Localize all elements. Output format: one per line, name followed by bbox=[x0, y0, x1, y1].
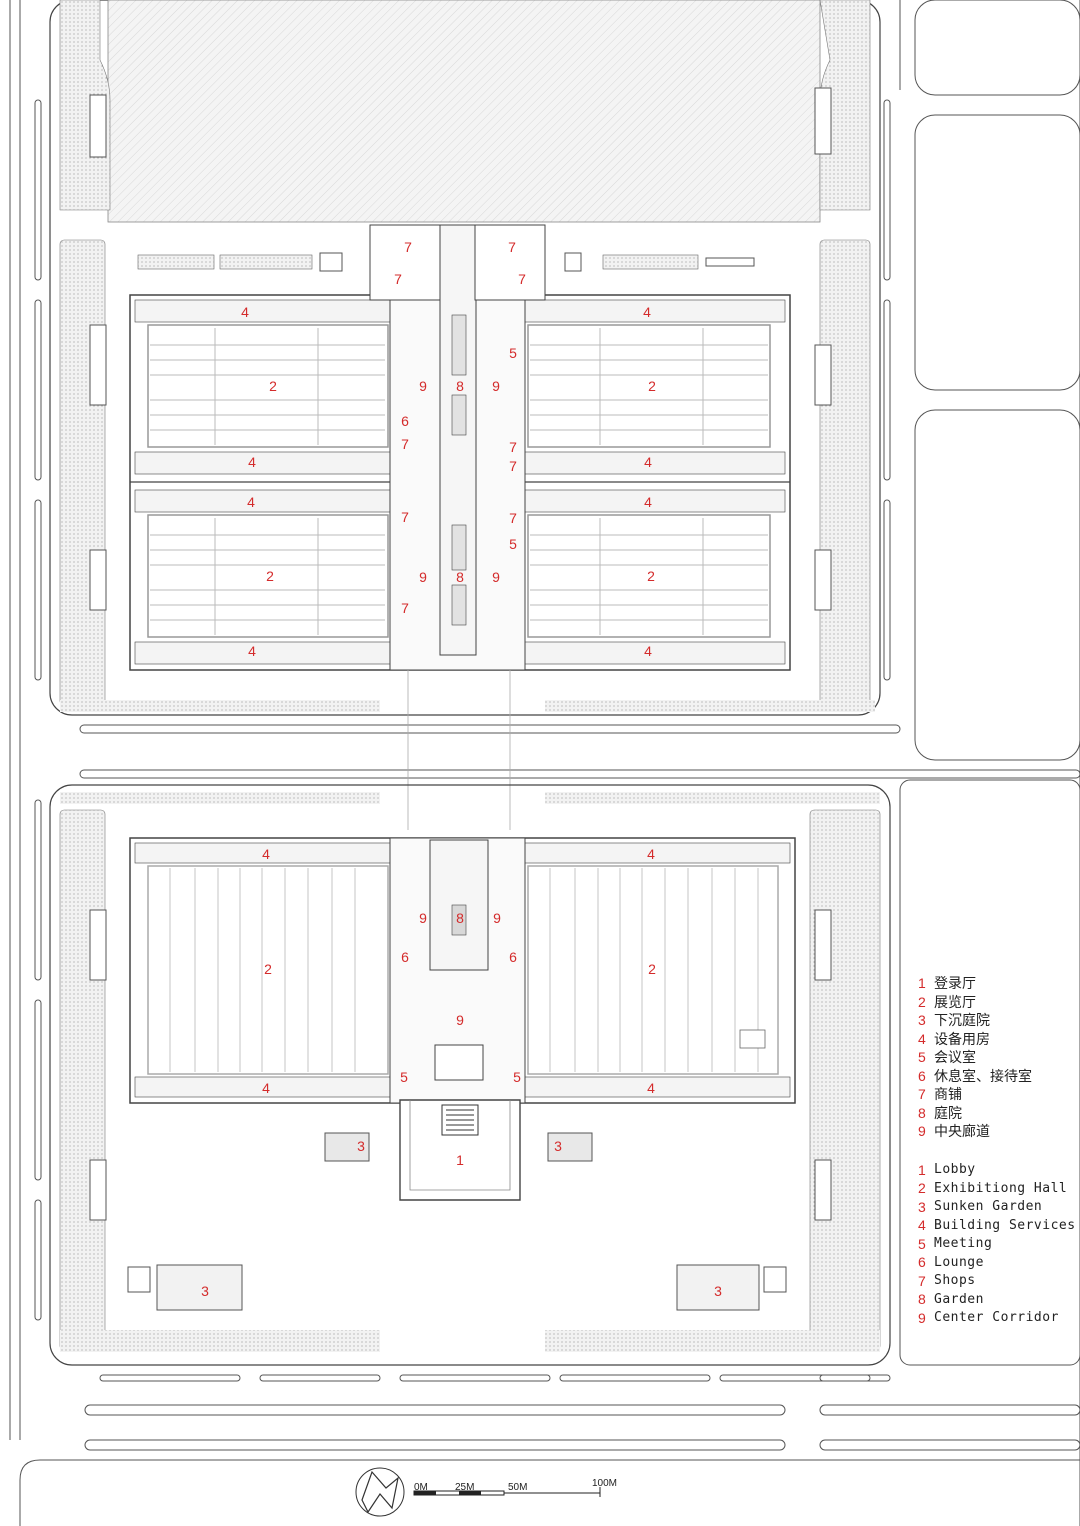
plan-label-9: 9 bbox=[493, 910, 501, 926]
plan-label-4: 4 bbox=[248, 454, 256, 470]
plan-label-2: 2 bbox=[269, 378, 277, 394]
plan-label-3: 3 bbox=[554, 1138, 562, 1154]
road-lines bbox=[9, 0, 1080, 1526]
plan-label-6: 6 bbox=[509, 949, 517, 965]
plan-label-8: 8 bbox=[456, 910, 464, 926]
plan-label-4: 4 bbox=[247, 494, 255, 510]
plan-label-4: 4 bbox=[644, 494, 652, 510]
plan-label-2: 2 bbox=[648, 378, 656, 394]
south-site bbox=[49, 784, 891, 1366]
plan-label-7: 7 bbox=[401, 600, 409, 616]
plan-label-6: 6 bbox=[401, 949, 409, 965]
plan-label-4: 4 bbox=[262, 1080, 270, 1096]
south-halls bbox=[127, 837, 796, 1311]
plan-label-7: 7 bbox=[394, 271, 402, 287]
plan-label-7: 7 bbox=[404, 239, 412, 255]
plan-label-4: 4 bbox=[644, 643, 652, 659]
plan-label-1: 1 bbox=[456, 1152, 464, 1168]
plan-label-8: 8 bbox=[456, 569, 464, 585]
plan-label-2: 2 bbox=[648, 961, 656, 977]
plan-label-7: 7 bbox=[509, 439, 517, 455]
scale-50m: 50M bbox=[508, 1482, 527, 1493]
north-site bbox=[49, 0, 881, 716]
plan-label-4: 4 bbox=[248, 643, 256, 659]
plan-label-4: 4 bbox=[262, 846, 270, 862]
north-arrow-icon bbox=[355, 1467, 405, 1517]
plan-label-9: 9 bbox=[492, 569, 500, 585]
scale-bar: 0M 25M 50M 100M bbox=[413, 1478, 617, 1497]
plan-label-5: 5 bbox=[509, 345, 517, 361]
plan-label-2: 2 bbox=[264, 961, 272, 977]
plan-label-9: 9 bbox=[419, 910, 427, 926]
plan-label-4: 4 bbox=[647, 846, 655, 862]
plan-label-2: 2 bbox=[647, 568, 655, 584]
plan-labels: 7 7 7 7 4 4 4 4 4 4 4 4 2 2 2 2 9 8 9 9 … bbox=[201, 239, 722, 1299]
plan-label-7: 7 bbox=[509, 458, 517, 474]
plan-label-4: 4 bbox=[241, 304, 249, 320]
plan-label-8: 8 bbox=[456, 378, 464, 394]
plan-label-9: 9 bbox=[456, 1012, 464, 1028]
plan-label-5: 5 bbox=[513, 1069, 521, 1085]
plan-label-4: 4 bbox=[647, 1080, 655, 1096]
plan-label-5: 5 bbox=[400, 1069, 408, 1085]
plan-label-7: 7 bbox=[509, 510, 517, 526]
plan-label-7: 7 bbox=[401, 509, 409, 525]
plan-label-7: 7 bbox=[508, 239, 516, 255]
plan-label-9: 9 bbox=[419, 569, 427, 585]
plan-label-2: 2 bbox=[266, 568, 274, 584]
plan-label-9: 9 bbox=[419, 378, 427, 394]
plan-label-5: 5 bbox=[509, 536, 517, 552]
plan-label-4: 4 bbox=[643, 304, 651, 320]
scale-100m: 100M bbox=[592, 1478, 617, 1489]
plan-label-7: 7 bbox=[401, 436, 409, 452]
scale-0m: 0M bbox=[414, 1482, 428, 1493]
plan-label-3: 3 bbox=[714, 1283, 722, 1299]
plan-label-4: 4 bbox=[644, 454, 652, 470]
plan-label-7: 7 bbox=[518, 271, 526, 287]
plan-label-3: 3 bbox=[357, 1138, 365, 1154]
plan-label-6: 6 bbox=[401, 413, 409, 429]
plan-label-9: 9 bbox=[492, 378, 500, 394]
plan-label-3: 3 bbox=[201, 1283, 209, 1299]
north-halls bbox=[129, 224, 791, 830]
scale-25m: 25M bbox=[455, 1482, 474, 1493]
